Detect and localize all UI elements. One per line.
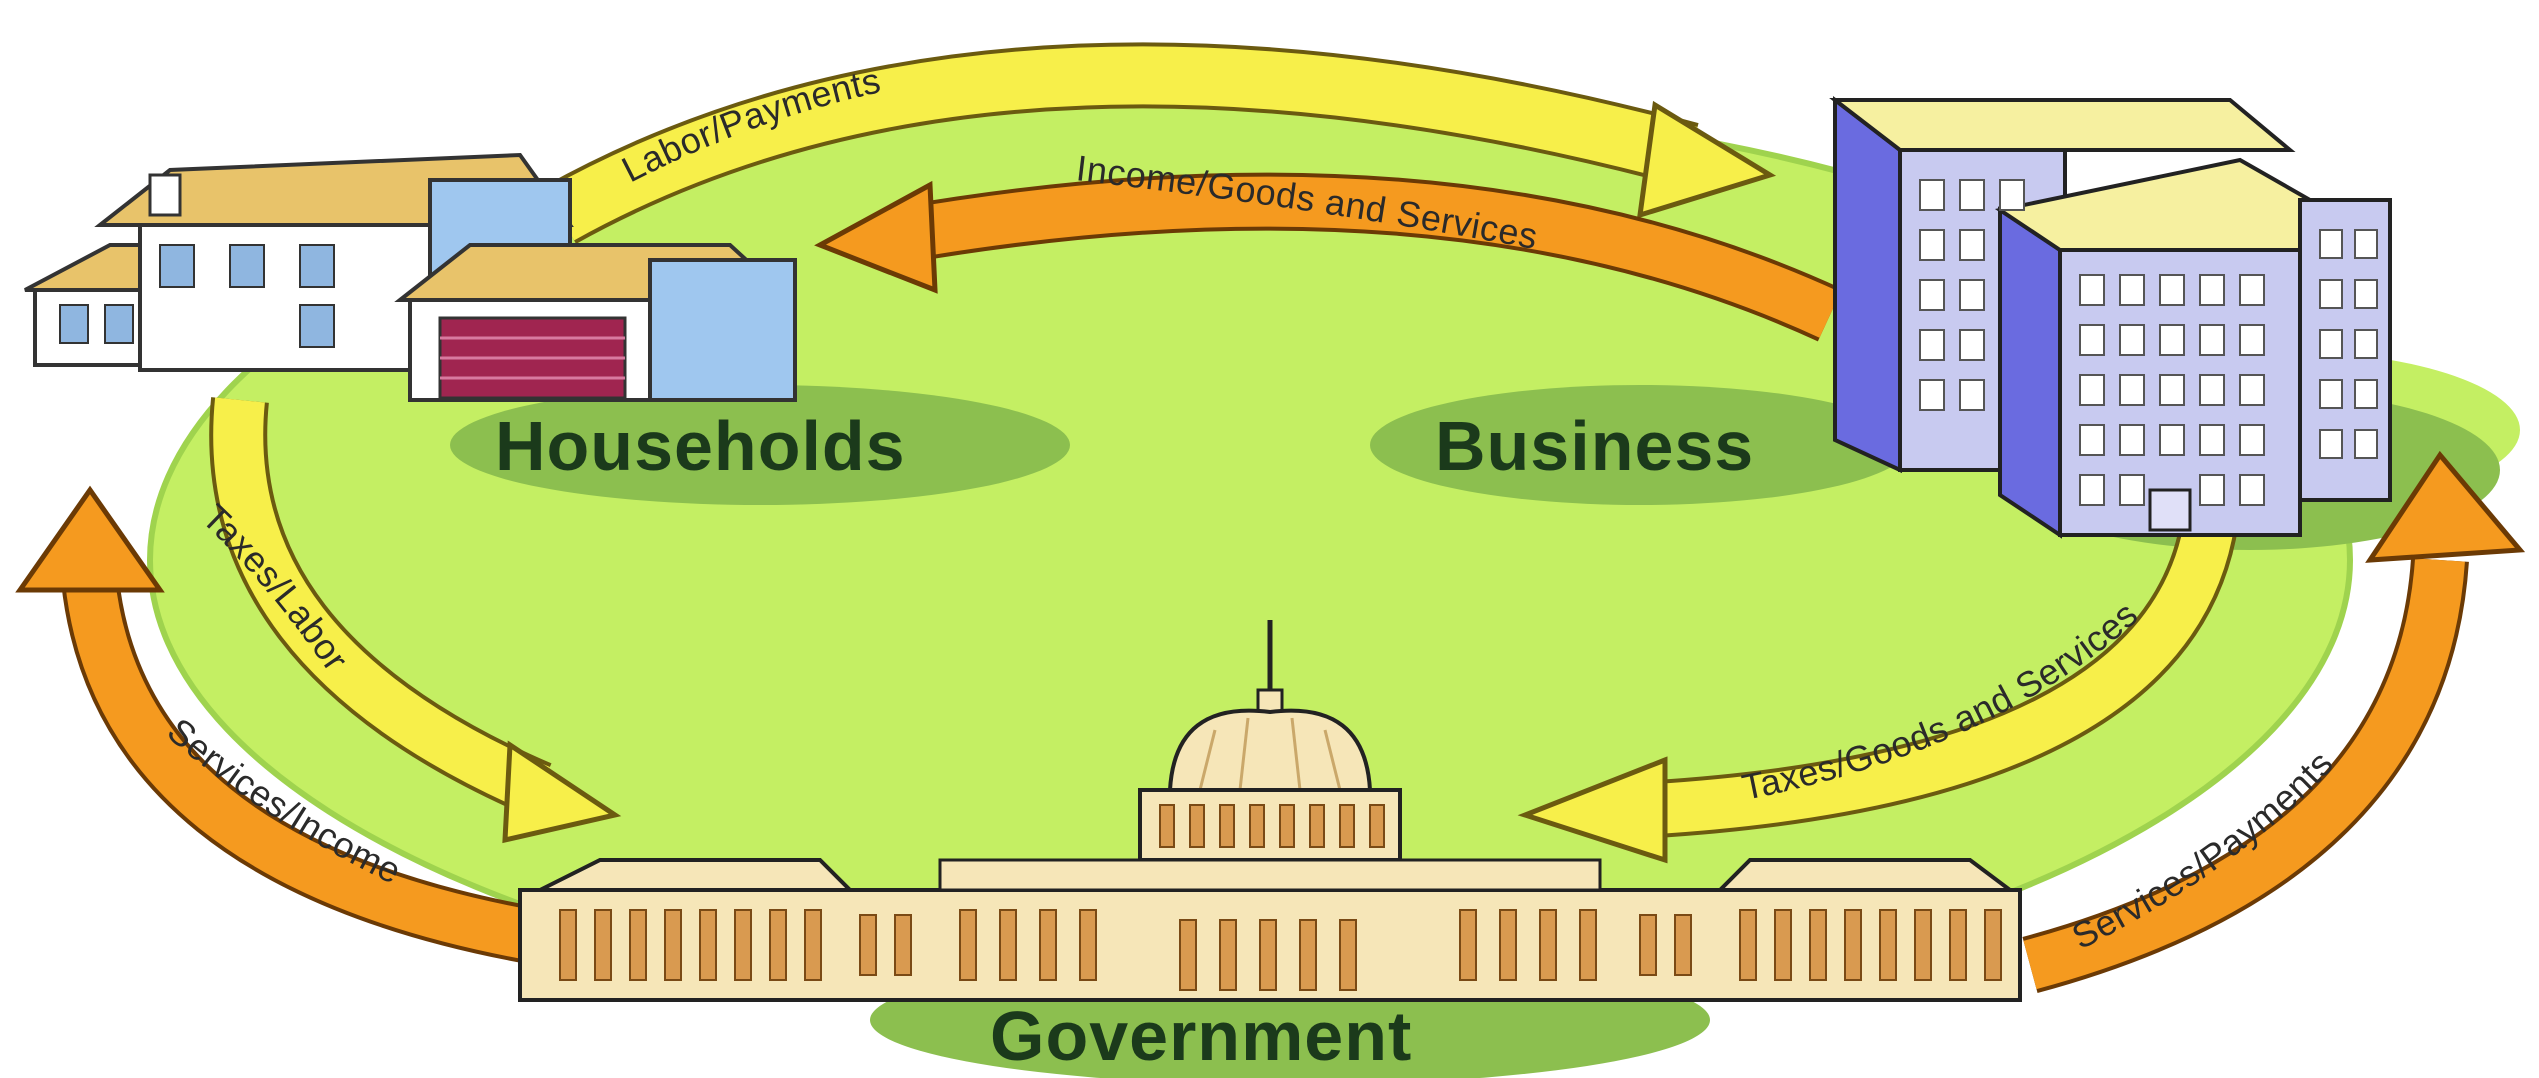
households-shadow [450, 385, 1070, 505]
government-label: Government [990, 997, 1412, 1075]
services-payments-arrow [2022, 450, 2526, 994]
business-shadow [1370, 385, 1910, 505]
income-goods-arrow [814, 172, 1843, 342]
households-label: Households [495, 407, 906, 485]
services-income-arrow [15, 485, 536, 964]
business-label: Business [1435, 407, 1754, 485]
labor-payments-arrow [543, 42, 1777, 244]
taxes-labor-arrow [209, 397, 622, 844]
office-building-icon [1829, 95, 2392, 539]
house-icon [24, 152, 797, 402]
capitol-building-icon [518, 620, 2022, 1002]
taxes-goods-arrow [1517, 515, 2239, 864]
